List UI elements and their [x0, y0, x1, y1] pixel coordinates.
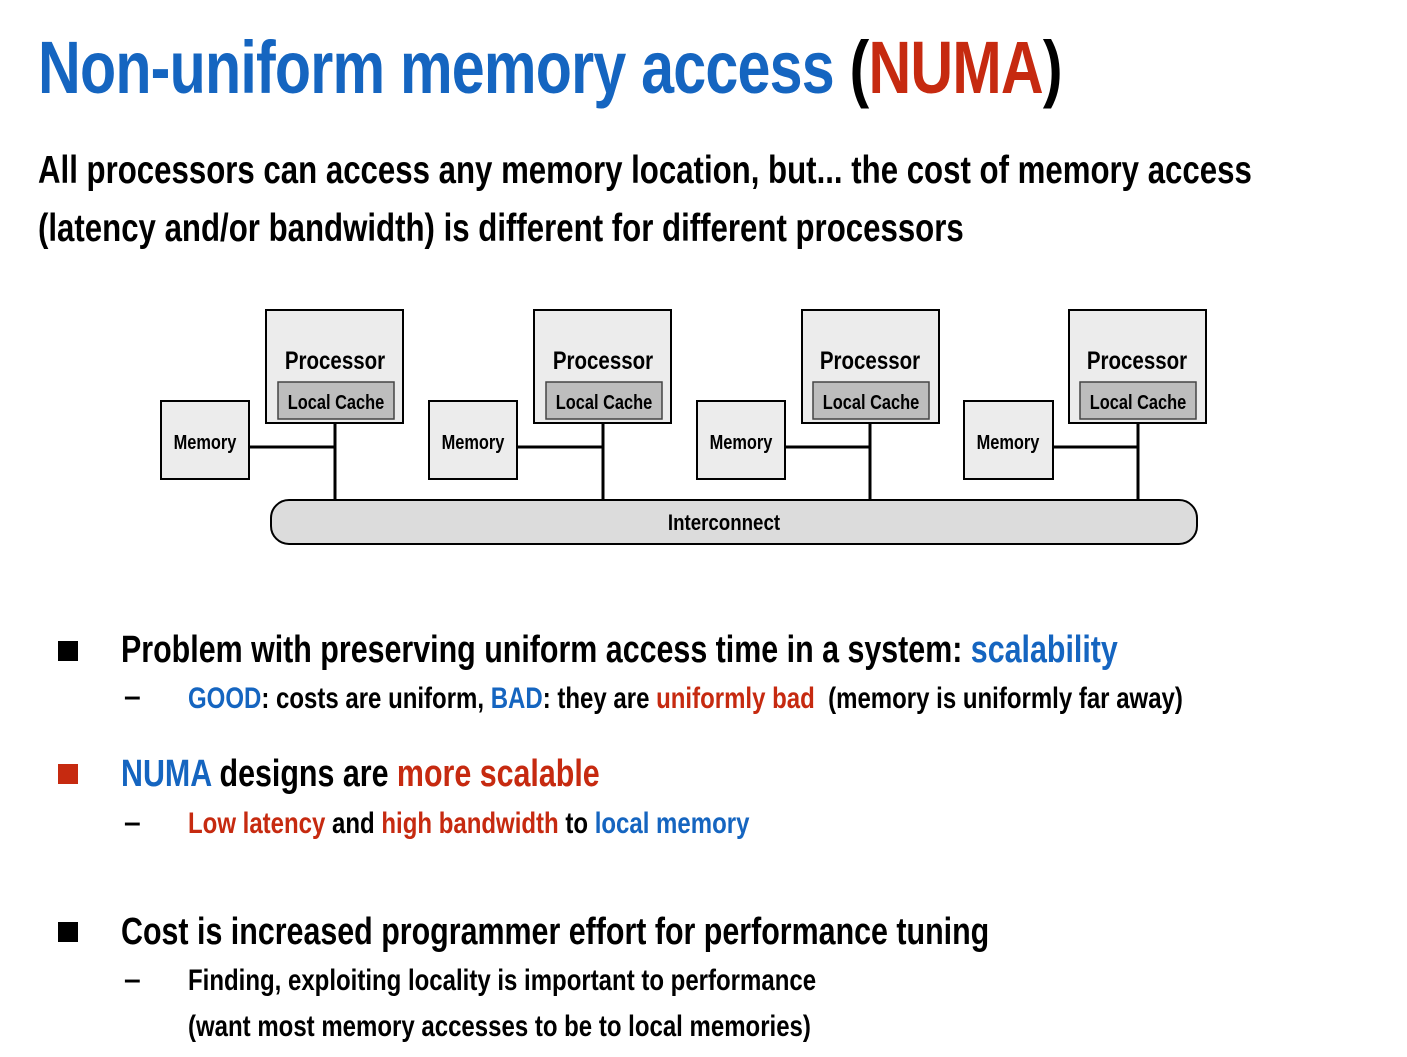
local-cache-box-1: [277, 381, 395, 420]
local-cache-box-4: [1079, 381, 1197, 420]
memory-box-4: [963, 400, 1054, 480]
sub-2-high: high bandwidth: [381, 807, 559, 840]
sub-1-t3: (memory is uniformly far away): [814, 682, 1183, 715]
dash-3: –: [124, 963, 141, 996]
memory-box-2: [428, 400, 518, 480]
bullet-2-t1: designs are: [211, 753, 397, 795]
memory-label-1: Memory: [174, 430, 238, 453]
bullet-3-text: Cost is increased programmer effort for …: [121, 911, 990, 953]
sub-1-t1: : costs are uniform,: [261, 682, 491, 715]
sub-1-ubad: uniformly bad: [656, 682, 815, 715]
interconnect-label: Interconnect: [668, 512, 780, 536]
title-acronym: NUMA: [868, 26, 1043, 109]
numa-node-1: Processor Local Cache Memory: [160, 309, 404, 500]
memory-label-4: Memory: [977, 430, 1041, 453]
sub-1-bad: BAD: [490, 682, 543, 715]
bullet-1: Problem with preserving uniform access t…: [121, 628, 1118, 672]
title-paren-close: ): [1042, 26, 1063, 109]
bullet-2-numa: NUMA: [121, 753, 212, 795]
sub-2-and: and: [325, 807, 382, 840]
sub-2-low: Low latency: [188, 807, 326, 840]
dash-1: –: [124, 680, 141, 713]
bullet-1-highlight: scalability: [970, 629, 1118, 671]
bullet-2-more: more scalable: [396, 753, 600, 795]
memory-label-3: Memory: [710, 430, 774, 453]
numa-diagram: Interconnect Processor Local Cache Memor…: [160, 309, 1207, 545]
processor-label-2: Processor: [553, 346, 653, 374]
sub-1-t2: : they are: [542, 682, 657, 715]
bullet-1-text: Problem with preserving uniform access t…: [121, 629, 971, 671]
memory-label-2: Memory: [442, 430, 506, 453]
bullet-2: NUMA designs are more scalable: [121, 752, 600, 796]
processor-label-3: Processor: [820, 346, 920, 374]
numa-node-3: Processor Local Cache Memory: [696, 309, 940, 500]
title-paren-open: (: [849, 26, 870, 109]
numa-node-2: Processor Local Cache Memory: [428, 309, 672, 500]
title-main: Non-uniform memory access: [38, 26, 835, 109]
local-cache-label-2: Local Cache: [556, 390, 652, 413]
subtitle-line-1: All processors can access any memory loc…: [38, 149, 1252, 192]
memory-box-1: [160, 400, 250, 480]
subtitle-line-2: (latency and/or bandwidth) is different …: [38, 207, 964, 250]
sub-2-local: local memory: [594, 807, 750, 840]
bullet-3: Cost is increased programmer effort for …: [121, 910, 989, 954]
local-cache-box-3: [812, 381, 930, 420]
processor-label-1: Processor: [285, 346, 385, 374]
page-title: Non-uniform memory access (NUMA): [38, 24, 1063, 112]
local-cache-label-3: Local Cache: [823, 390, 919, 413]
local-cache-label-1: Local Cache: [288, 390, 384, 413]
sub-2-to: to: [558, 807, 595, 840]
sub-bullet-1: GOOD: costs are uniform, BAD: they are u…: [188, 680, 1183, 718]
memory-box-3: [696, 400, 786, 480]
sub-bullet-3-line-2: (want most memory accesses to be to loca…: [188, 1010, 811, 1043]
sub-bullet-3-line-1: Finding, exploiting locality is importan…: [188, 964, 817, 997]
processor-label-4: Processor: [1087, 346, 1187, 374]
bullet-square-3: [58, 922, 78, 942]
bullet-square-2: [58, 764, 78, 784]
local-cache-box-2: [545, 381, 663, 420]
bullet-square-1: [58, 641, 78, 661]
interconnect-bus: [270, 499, 1198, 545]
sub-bullet-2: Low latency and high bandwidth to local …: [188, 805, 749, 843]
subtitle: All processors can access any memory loc…: [38, 142, 1252, 258]
dash-2: –: [124, 806, 141, 839]
sub-1-good: GOOD: [188, 682, 262, 715]
numa-node-4: Processor Local Cache Memory: [963, 309, 1207, 500]
local-cache-label-4: Local Cache: [1090, 390, 1186, 413]
